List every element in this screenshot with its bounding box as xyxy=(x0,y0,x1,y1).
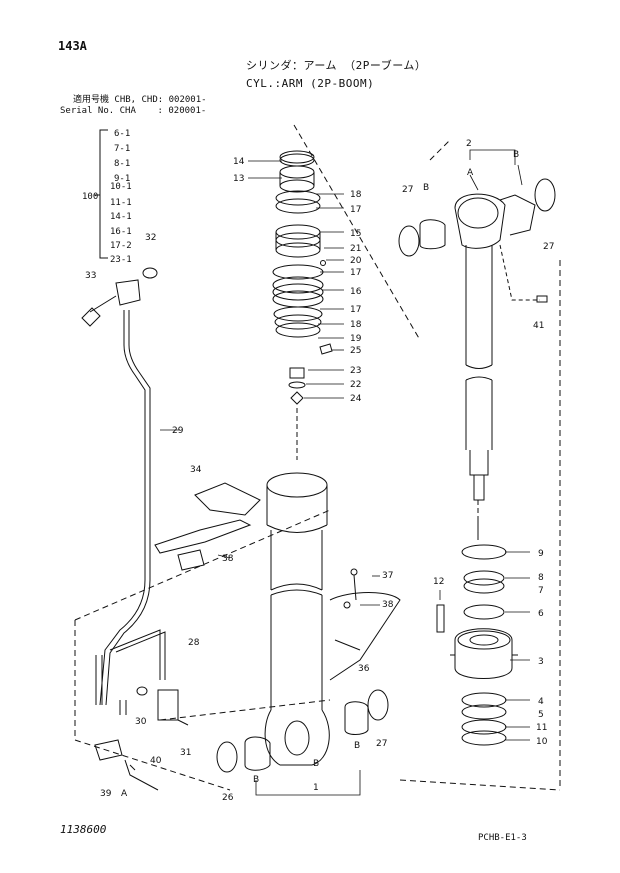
callout: 24 xyxy=(350,394,362,404)
callout: 15 xyxy=(350,229,361,239)
applicable-models: 適用号機 CHB, CHD: 002001- xyxy=(73,95,207,105)
kit-item: 8-1 xyxy=(114,159,131,169)
callout: 38 xyxy=(222,554,234,564)
kit-item: 16-1 xyxy=(110,227,132,237)
callout: 12 xyxy=(433,577,444,587)
callout: 2 xyxy=(466,139,472,149)
callout: 5 xyxy=(538,710,544,720)
callout: 10 xyxy=(536,737,548,747)
callout: 14 xyxy=(233,157,245,167)
bottom-pin-parts xyxy=(216,689,389,773)
callout: 21 xyxy=(350,244,361,254)
callout: B xyxy=(423,183,429,193)
callout: 11 xyxy=(536,723,547,733)
callout: 7 xyxy=(538,586,544,596)
callout: 28 xyxy=(188,638,200,648)
callout: 6 xyxy=(538,609,544,619)
kit-item: 23-1 xyxy=(110,255,132,265)
drawing-number: 1138600 xyxy=(60,823,107,836)
callout: 30 xyxy=(135,717,147,727)
callout: 17 xyxy=(350,268,361,278)
callout: 33 xyxy=(85,271,96,281)
callout: 37 xyxy=(382,571,393,581)
callout: 8 xyxy=(538,573,544,583)
callout: 38 xyxy=(382,600,394,610)
callout: 40 xyxy=(150,756,162,766)
kit-item: 10-1 xyxy=(110,182,132,192)
kit-item: 11-1 xyxy=(110,198,132,208)
callout: 1 xyxy=(313,783,319,793)
frame-lines xyxy=(74,124,561,791)
callout: B xyxy=(313,759,319,769)
piston-stack xyxy=(272,150,333,460)
callout-labels: 14 13 18 17 15 21 20 17 16 17 18 19 25 2… xyxy=(85,139,554,803)
kit-bracket xyxy=(94,129,108,259)
page-code: 143A xyxy=(58,39,87,53)
pipe-clamp-bracket xyxy=(154,482,261,571)
callout: 18 xyxy=(350,320,362,330)
callout: 3 xyxy=(538,657,544,667)
callout: B xyxy=(513,150,519,160)
kit-item: 9-1 xyxy=(114,174,131,184)
callout: 9 xyxy=(538,549,544,559)
cylinder-tube xyxy=(264,472,401,766)
callout: 39 xyxy=(100,789,112,799)
callout: 27 xyxy=(543,242,554,252)
piston-rod xyxy=(398,178,556,540)
callout: 31 xyxy=(180,748,191,758)
sheet-code: PCHB-E1-3 xyxy=(478,833,527,843)
callout: A xyxy=(467,168,474,178)
callout: 17 xyxy=(350,305,361,315)
callout: 26 xyxy=(222,793,234,803)
hydraulic-pipes xyxy=(81,267,189,791)
kit-label: 100 xyxy=(82,192,99,202)
callout: 27 xyxy=(402,185,413,195)
callout: 27 xyxy=(376,739,387,749)
callout: 29 xyxy=(172,426,184,436)
callout: 22 xyxy=(350,380,361,390)
kit-item: 7-1 xyxy=(114,144,131,154)
callout: 20 xyxy=(350,256,362,266)
title-english: CYL.:ARM (2P-BOOM) xyxy=(246,77,375,90)
kit-item: 6-1 xyxy=(114,129,131,139)
head-assembly xyxy=(436,544,518,746)
leader-lines xyxy=(160,149,530,796)
callout: 36 xyxy=(358,664,370,674)
callout: 34 xyxy=(190,465,202,475)
callout: 16 xyxy=(350,287,362,297)
callout: 23 xyxy=(350,366,361,376)
callout: 32 xyxy=(145,233,156,243)
callout: 18 xyxy=(350,190,362,200)
serial-range: Serial No. CHA : 020001- xyxy=(60,106,207,116)
callout: B xyxy=(354,741,360,751)
callout: 19 xyxy=(350,334,362,344)
callout: 17 xyxy=(350,205,361,215)
fasteners xyxy=(343,568,358,609)
callout: 13 xyxy=(233,174,244,184)
kit-item: 17-2 xyxy=(110,241,132,251)
callout: B xyxy=(253,775,259,785)
kit-item: 14-1 xyxy=(110,212,132,222)
title-japanese: シリンダ：アーム （2Pーブーム） xyxy=(246,59,427,72)
callout: A xyxy=(121,789,128,799)
callout: 25 xyxy=(350,346,361,356)
callout: 4 xyxy=(538,697,544,707)
callout: 41 xyxy=(533,321,544,331)
